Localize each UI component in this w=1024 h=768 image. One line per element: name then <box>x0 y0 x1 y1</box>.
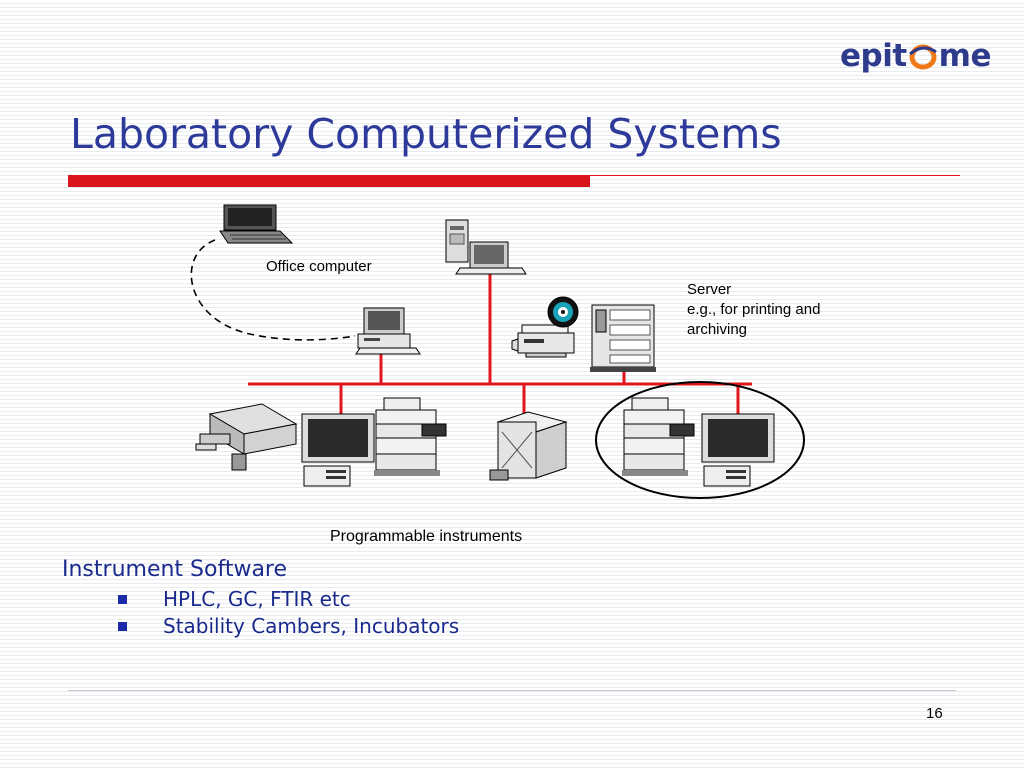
server-label-line: archiving <box>687 321 748 338</box>
workstation-icon <box>445 219 527 275</box>
logo-o-icon <box>908 41 938 71</box>
hplc-stack-icon <box>374 397 447 476</box>
pc-monitor-icon <box>701 413 775 487</box>
server-tower-icon <box>590 304 656 372</box>
pc-monitor-icon <box>301 413 375 487</box>
network-lines <box>248 272 752 414</box>
laptop-icon <box>219 204 294 244</box>
logo-text-left: epit <box>840 38 907 74</box>
title-underline-line <box>590 175 960 176</box>
page-title: Laboratory Computerized Systems <box>70 110 782 158</box>
desktop-pc-icon <box>355 307 421 355</box>
footer-divider <box>68 690 956 691</box>
bullet-text: HPLC, GC, FTIR etc <box>163 587 351 611</box>
bullet-text: Stability Cambers, Incubators <box>163 614 460 638</box>
bullet-square-icon <box>118 594 127 604</box>
office-computer-label: Office computer <box>266 258 372 275</box>
instrument-group-ellipse <box>595 381 805 499</box>
section-heading: Instrument Software <box>62 557 288 582</box>
printer-icon <box>511 324 575 358</box>
instrument-module-icon <box>195 403 298 471</box>
server-label: Server e.g., for printing and archiving <box>687 280 820 340</box>
server-label-line: Server <box>687 281 732 298</box>
programmable-instruments-label: Programmable instruments <box>330 528 523 545</box>
hplc-stack-icon <box>622 397 695 476</box>
server-label-line: e.g., for printing and <box>687 301 821 318</box>
page-number: 16 <box>926 705 943 722</box>
epitome-logo: epit me <box>840 38 992 74</box>
cd-icon <box>547 296 579 328</box>
bullet-item: HPLC, GC, FTIR etc <box>118 587 351 611</box>
dashed-link-line <box>190 239 356 341</box>
stability-chamber-icon <box>489 411 568 481</box>
logo-text-right: me <box>938 38 992 74</box>
title-underline-bar <box>68 175 590 187</box>
bullet-square-icon <box>118 621 127 631</box>
bullet-item: Stability Cambers, Incubators <box>118 614 459 638</box>
